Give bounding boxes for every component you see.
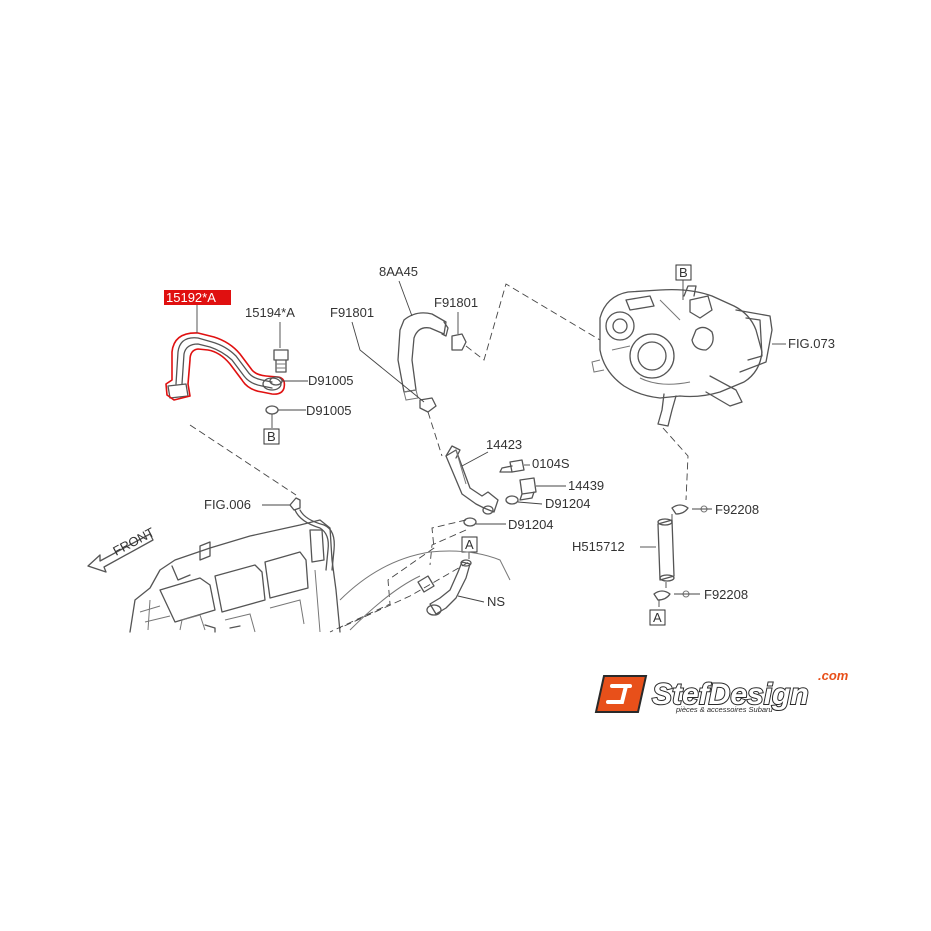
label-d91204-lower[interactable]: D91204 xyxy=(508,517,554,532)
label-d91204-upper[interactable]: D91204 xyxy=(545,496,591,511)
turbocharger-illustration xyxy=(591,285,773,427)
front-arrow: FRONT xyxy=(87,524,157,573)
label-f92208-upper[interactable]: F92208 xyxy=(715,502,759,517)
ref-box-b-turbo xyxy=(675,264,692,281)
label-0104s[interactable]: 0104S xyxy=(532,456,570,471)
fitting-14439 xyxy=(519,477,537,501)
logo-domain: .com xyxy=(818,668,849,683)
clamp-f91801-left xyxy=(419,397,437,413)
hose-8aa45 xyxy=(397,312,449,401)
logo-tagline: pièces & accessoires Subaru xyxy=(675,705,774,714)
highlight-label-bg xyxy=(164,290,231,305)
clamp-f92208-lower xyxy=(653,590,671,601)
ref-a-bottom: A xyxy=(653,610,662,625)
hose-ns xyxy=(417,559,472,616)
washer-d91204-lower xyxy=(463,517,477,527)
label-14439[interactable]: 14439 xyxy=(568,478,604,493)
bolt-15194 xyxy=(273,349,289,373)
washer-d91204-upper xyxy=(505,495,519,505)
pipe-14423 xyxy=(445,445,499,515)
ref-b-left: B xyxy=(267,429,276,444)
label-fig073[interactable]: FIG.073 xyxy=(788,336,835,351)
ref-box-a-bottom xyxy=(649,609,666,626)
label-f91801-left[interactable]: F91801 xyxy=(330,305,374,320)
ref-a-center: A xyxy=(465,537,474,552)
fig006-pipe xyxy=(189,424,335,571)
engine-block-illustration xyxy=(129,519,341,633)
label-h515712[interactable]: H515712 xyxy=(572,539,625,554)
logo-emblem xyxy=(594,675,648,713)
hose-h515712 xyxy=(657,518,675,582)
washer-d91005-lower xyxy=(265,405,279,415)
ref-box-b-left xyxy=(263,428,280,445)
clamp-f92208-upper xyxy=(671,504,689,515)
label-d91005-lower[interactable]: D91005 xyxy=(306,403,352,418)
label-f91801-right[interactable]: F91801 xyxy=(434,295,478,310)
label-15192[interactable]: 15192*A xyxy=(166,290,216,305)
bolt-0104s xyxy=(499,459,525,473)
logo-name: StefDesign xyxy=(652,678,809,711)
label-15194[interactable]: 15194*A xyxy=(245,305,295,320)
label-f92208-lower[interactable]: F92208 xyxy=(704,587,748,602)
oil-pipe-15192-highlighted xyxy=(165,332,286,401)
ref-b-turbo: B xyxy=(679,265,688,280)
label-8aa45[interactable]: 8AA45 xyxy=(379,264,418,279)
label-14423[interactable]: 14423 xyxy=(486,437,522,452)
label-fig006[interactable]: FIG.006 xyxy=(204,497,251,512)
stefdesign-logo: StefDesign .com pièces & accessoires Sub… xyxy=(594,668,849,714)
label-ns[interactable]: NS xyxy=(487,594,505,609)
label-d91005-upper[interactable]: D91005 xyxy=(308,373,354,388)
clamp-f91801-right xyxy=(451,333,467,351)
